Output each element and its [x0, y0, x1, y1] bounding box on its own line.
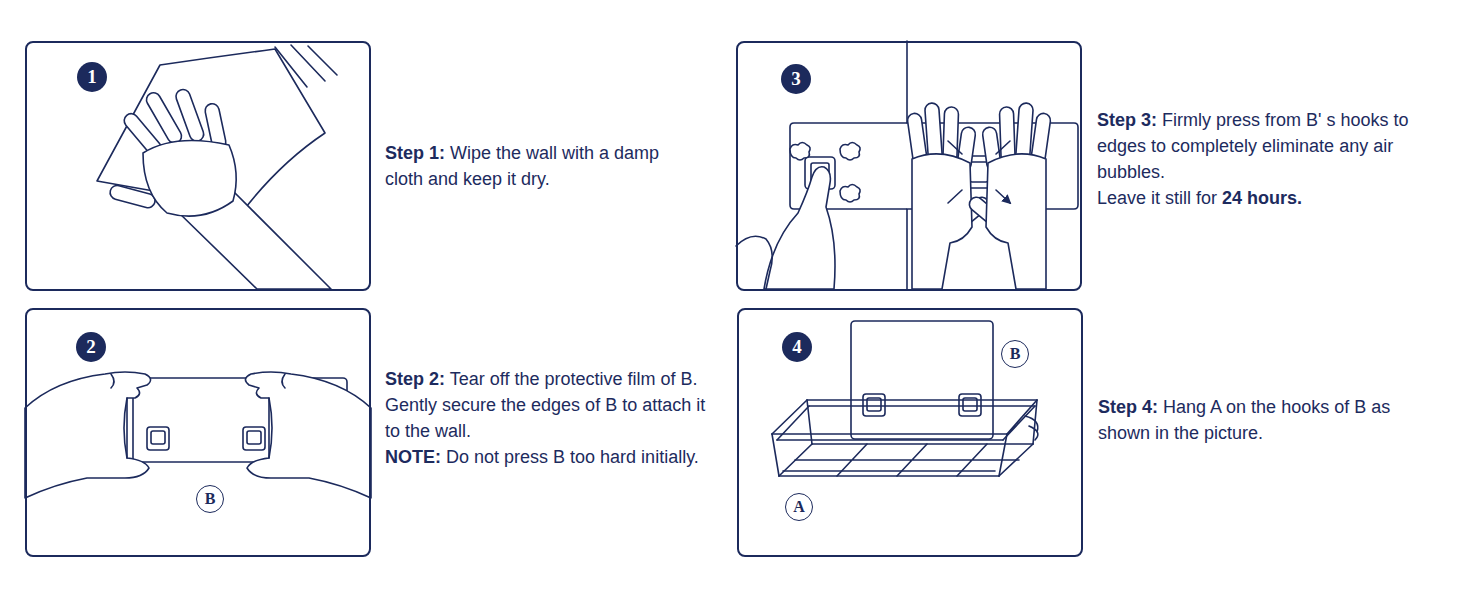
- instruction-text: NOTE:: [385, 447, 441, 467]
- instruction-text: 24 hours.: [1222, 188, 1302, 208]
- attach-illustration-part: [243, 427, 265, 450]
- step-number: 2: [76, 332, 106, 362]
- step-panel: Step 4: Hang A on the hooks of B as show…: [737, 308, 1083, 557]
- instruction-text: Do not press B too hard initially.: [446, 447, 699, 467]
- hang-illustration-part: [851, 321, 993, 439]
- part-letter: B: [1010, 345, 1021, 363]
- instruction-text: Step 4:: [1098, 397, 1158, 417]
- hang-illustration-part-part: [812, 443, 1033, 445]
- instruction-line: Step 2: Tear off the protective film of …: [385, 366, 720, 444]
- instruction-line: NOTE: Do not press B too hard initially.: [385, 444, 720, 470]
- press-illustration-part: [840, 185, 860, 203]
- instruction-line: Step 3: Firmly press from B' s hooks to …: [1097, 107, 1447, 185]
- wipe-illustration: [97, 45, 337, 289]
- step-number: 4: [782, 332, 812, 362]
- wipe-illustration-part: [174, 88, 206, 144]
- press-illustration-part-part: [925, 103, 943, 162]
- attach-illustration-part: [111, 374, 127, 458]
- press-illustration-part: [907, 103, 992, 289]
- hang-illustration: [772, 321, 1038, 476]
- attach-illustration-part: [25, 372, 151, 498]
- press-illustration-part: [840, 143, 860, 161]
- hang-illustration-part-part: [807, 400, 1037, 406]
- instruction-text: Leave it still for: [1097, 188, 1217, 208]
- step-number: 3: [781, 64, 811, 94]
- part-label: B: [196, 485, 224, 513]
- hang-illustration-part: [959, 394, 981, 416]
- attach-illustration-part: [151, 431, 165, 444]
- step-instructions: Step 1: Wipe the wall with a damp cloth …: [385, 140, 700, 192]
- step-panel: Step 1: Wipe the wall with a damp cloth …: [25, 41, 371, 291]
- attach-illustration-part: [247, 431, 261, 444]
- press-illustration-part-part: [986, 154, 1046, 289]
- hang-illustration-part-part: [772, 400, 1037, 440]
- part-label: B: [1001, 340, 1029, 368]
- step-number-text: 1: [87, 66, 97, 88]
- instruction-line: Step 1: Wipe the wall with a damp cloth …: [385, 140, 700, 192]
- press-illustration-part: [790, 143, 810, 161]
- step-instructions: Step 3: Firmly press from B' s hooks to …: [1097, 107, 1447, 211]
- illustrations-part: [25, 41, 1078, 498]
- hang-illustration-part-part: [1025, 416, 1038, 440]
- step-panel: Step 3: Firmly press from B' s hooks to …: [736, 41, 1082, 291]
- instruction-line: Leave it still for 24 hours.: [1097, 185, 1447, 211]
- attach-illustration: [25, 372, 371, 498]
- attach-illustration-part-part: [269, 374, 285, 458]
- press-illustration-part: [948, 141, 1010, 203]
- hang-illustration-part: [772, 400, 1038, 476]
- attach-illustration-part: [147, 427, 169, 450]
- step-number-text: 4: [792, 336, 802, 358]
- instruction-text: Step 3:: [1097, 110, 1157, 130]
- hang-illustration-part-part: [795, 444, 1019, 476]
- step-instructions: Step 4: Hang A on the hooks of B as show…: [1098, 394, 1438, 446]
- press-illustration-part-part: [912, 154, 972, 289]
- part-label: A: [785, 493, 813, 521]
- instruction-text: Step 1:: [385, 143, 445, 163]
- instruction-line: Step 4: Hang A on the hooks of B as show…: [1098, 394, 1438, 446]
- part-letter: A: [793, 498, 805, 516]
- step-panel: Step 2: Tear off the protective film of …: [25, 308, 371, 557]
- press-illustration-part: [967, 103, 1052, 289]
- step-number: 1: [77, 62, 107, 92]
- step-number-text: 3: [791, 68, 801, 90]
- press-illustration-part: [970, 162, 988, 182]
- step-instructions: Step 2: Tear off the protective film of …: [385, 366, 720, 470]
- press-illustration: [736, 41, 1078, 289]
- hang-illustration-part: [863, 394, 885, 416]
- press-illustration-part-part: [1015, 103, 1033, 162]
- hang-illustration-part-part: [779, 471, 999, 476]
- attach-illustration-part: [245, 372, 371, 498]
- attach-illustration-part-part: [245, 372, 371, 498]
- part-letter: B: [205, 490, 216, 508]
- press-illustration-part: [764, 167, 835, 289]
- wipe-illustration-part: [143, 141, 236, 217]
- press-illustration-part: [736, 236, 772, 289]
- step-number-text: 2: [86, 336, 96, 358]
- hang-illustration-part-part: [772, 434, 1007, 440]
- hang-illustration-part-part: [772, 400, 1037, 476]
- instruction-text: Step 2:: [385, 369, 445, 389]
- hang-illustration-part-part: [779, 444, 1033, 476]
